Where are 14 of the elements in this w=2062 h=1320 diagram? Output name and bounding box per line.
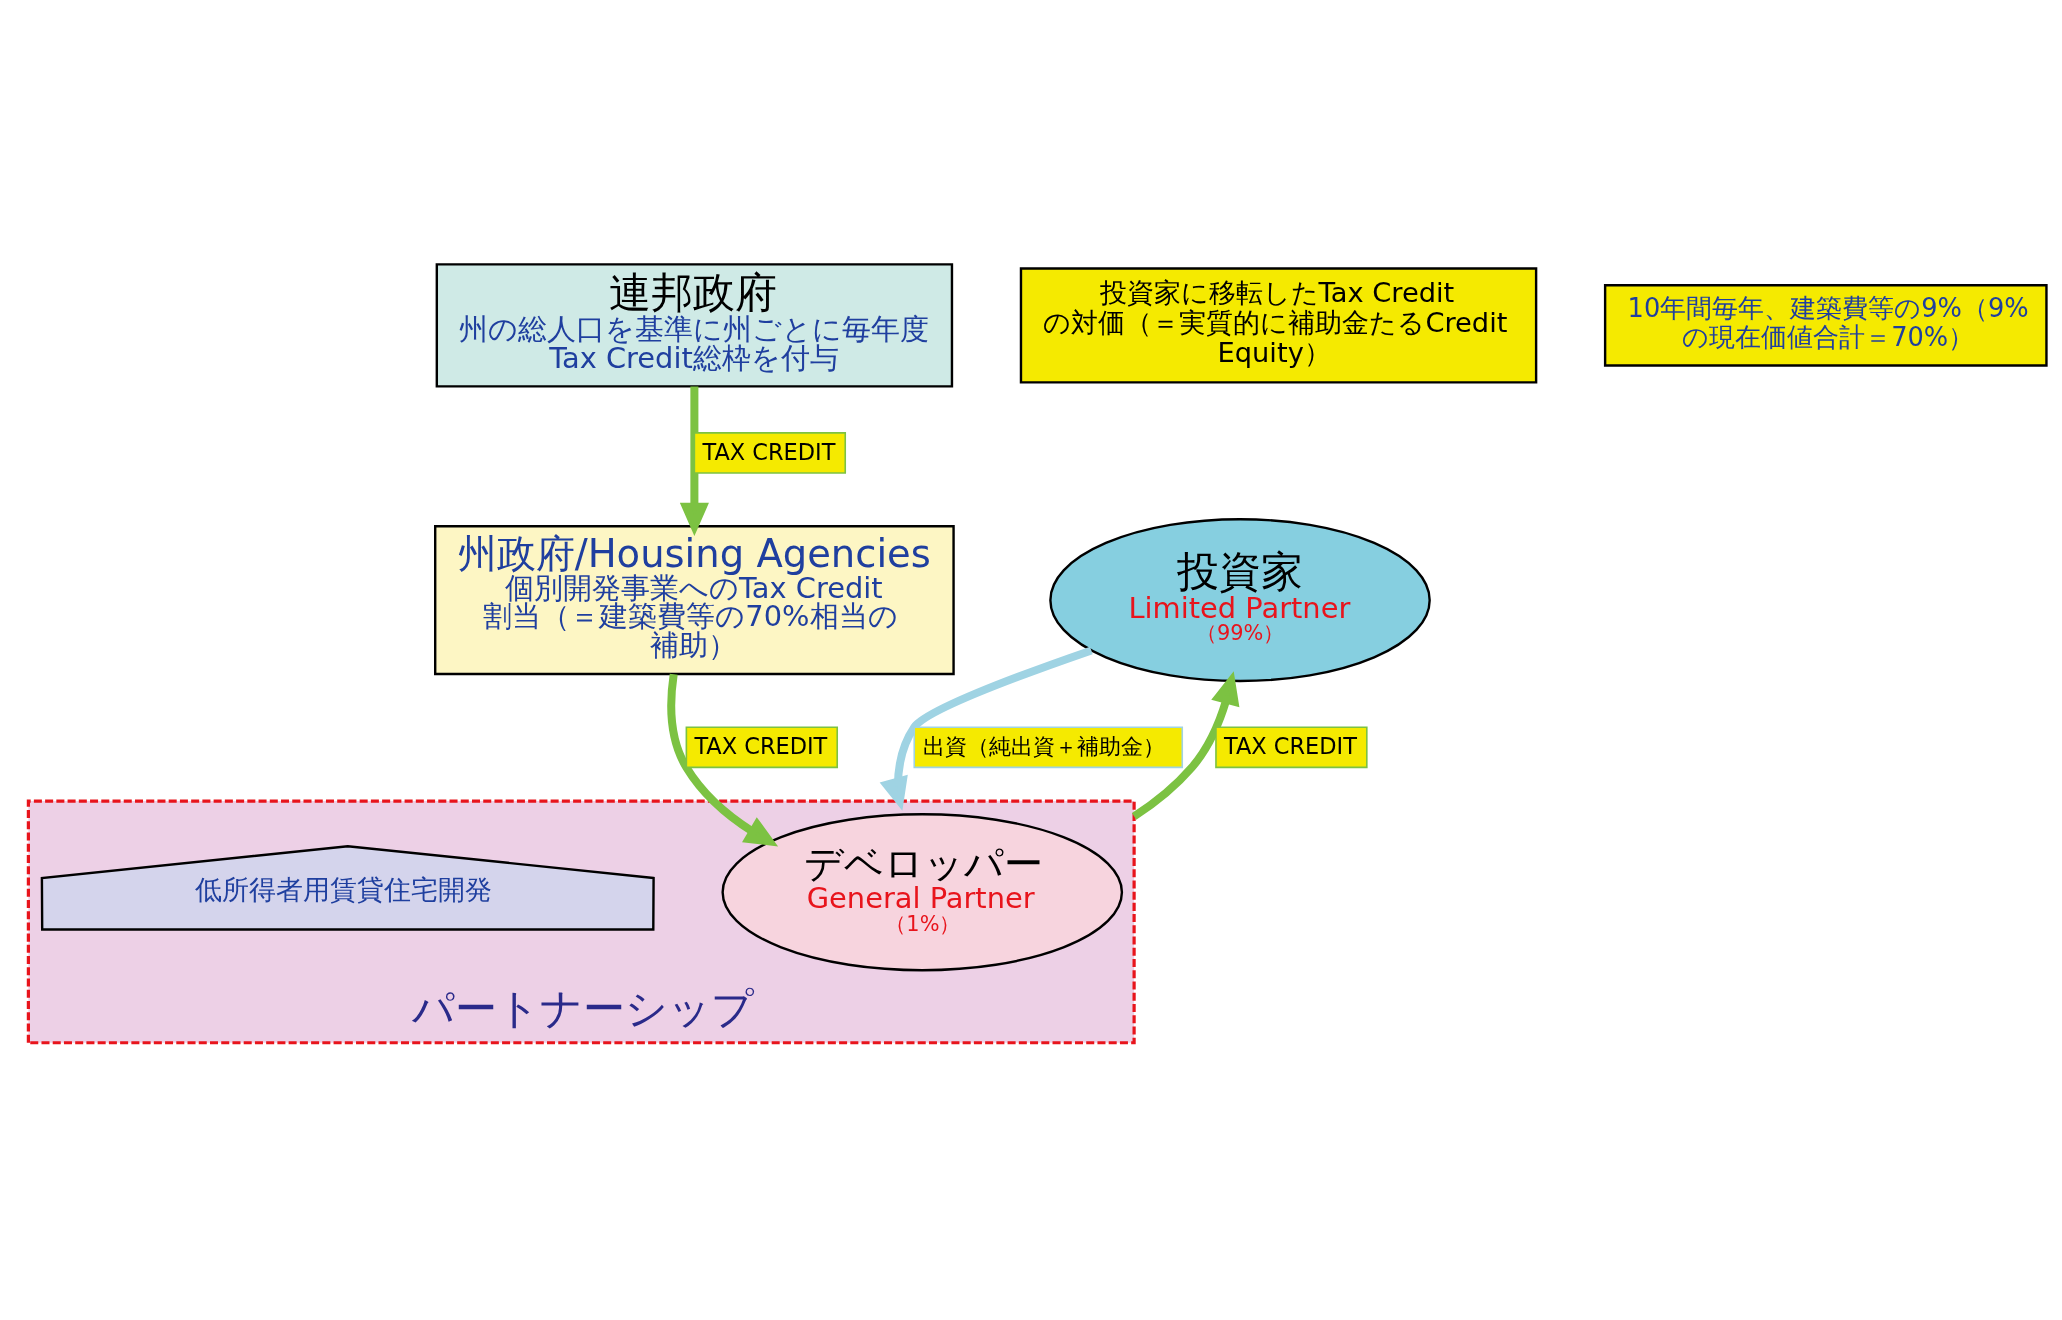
node-box: 10年間毎年、建築費等の9%（9%の現在価値合計＝70%）: [1603, 284, 2048, 367]
arrow: [1131, 671, 1240, 820]
node-ellipse: デベロッパー General Partner （1%）: [721, 813, 1124, 972]
edge-label: TAX CREDIT: [1223, 733, 1357, 760]
node-ellipse: 投資家 Limited Partner （99%）: [1049, 518, 1431, 683]
node-box: 投資家に移転したTax Creditの対価（＝実質的に補助金たるCredit Equity）: [1019, 267, 1538, 384]
node-box: 連邦政府 州の総人口を基準に州ごとに毎年度Tax Credit総枠を付与: [435, 263, 954, 388]
node-box: 州政府/Housing Agencies 個別開発事業へのTax Credit 割当（＝建築費等の70%相当の補助）: [434, 525, 955, 676]
arrow: [879, 646, 1093, 811]
edge-label: TAX CREDIT: [694, 733, 828, 760]
arrow: [667, 673, 779, 847]
edge-label: TAX CREDIT: [702, 438, 836, 465]
arrow: [679, 386, 709, 537]
edge-label: 出資（純出資＋補助金）: [923, 733, 1166, 760]
